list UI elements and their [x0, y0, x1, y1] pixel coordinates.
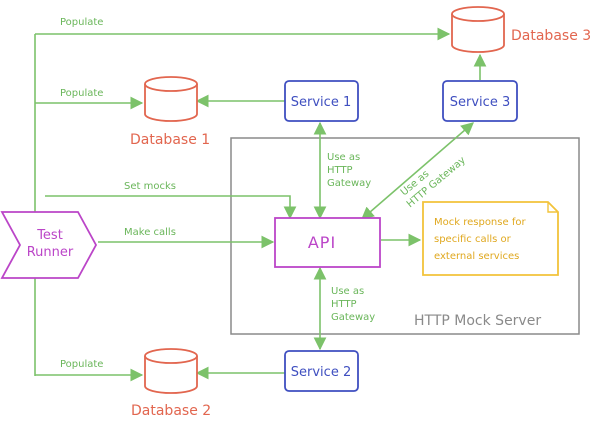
api-label: API: [308, 233, 336, 252]
note-line1: Mock response for: [434, 217, 526, 228]
gateway-s1-line3: Gateway: [327, 178, 371, 189]
gateway-s2-line1: Use as: [331, 286, 364, 297]
set-mocks-arrow: [45, 195, 297, 220]
gateway-s1-line2: HTTP: [327, 165, 353, 176]
database3-label: Database 3: [511, 28, 591, 44]
service1-label: Service 1: [291, 95, 351, 110]
database1-node: Database 1: [130, 76, 210, 148]
database1-label: Database 1: [130, 132, 210, 148]
note-line2: specific calls or: [434, 234, 512, 245]
database2-label: Database 2: [131, 403, 211, 419]
api-service3-arrow: [361, 122, 474, 220]
service2-node: Service 2: [284, 350, 359, 392]
set-mocks-label: Set mocks: [124, 181, 176, 192]
service3-node: Service 3: [442, 80, 518, 122]
gateway-s2-line2: HTTP: [331, 299, 357, 310]
make-calls-label: Make calls: [124, 227, 176, 238]
service2-label: Service 2: [291, 365, 351, 380]
service1-node: Service 1: [284, 80, 359, 122]
note-line3: external services: [434, 251, 519, 262]
gateway-s2-line3: Gateway: [331, 312, 375, 323]
database3-node: Database 3: [451, 6, 591, 53]
populate-db2-label: Populate: [60, 359, 103, 370]
service3-label: Service 3: [450, 95, 510, 110]
mock-response-note: Mock response for specific calls or exte…: [422, 201, 559, 276]
database2-node: Database 2: [131, 348, 211, 419]
test-runner-label-line2: Runner: [27, 245, 74, 260]
populate-db1-label: Populate: [60, 88, 103, 99]
test-runner-label-line1: Test: [36, 228, 63, 243]
gateway-s1-line1: Use as: [327, 152, 360, 163]
populate-db3-label: Populate: [60, 17, 103, 28]
mock-server-label: HTTP Mock Server: [414, 313, 541, 329]
api-node: API: [274, 217, 381, 268]
test-runner-node: Test Runner: [0, 211, 98, 279]
